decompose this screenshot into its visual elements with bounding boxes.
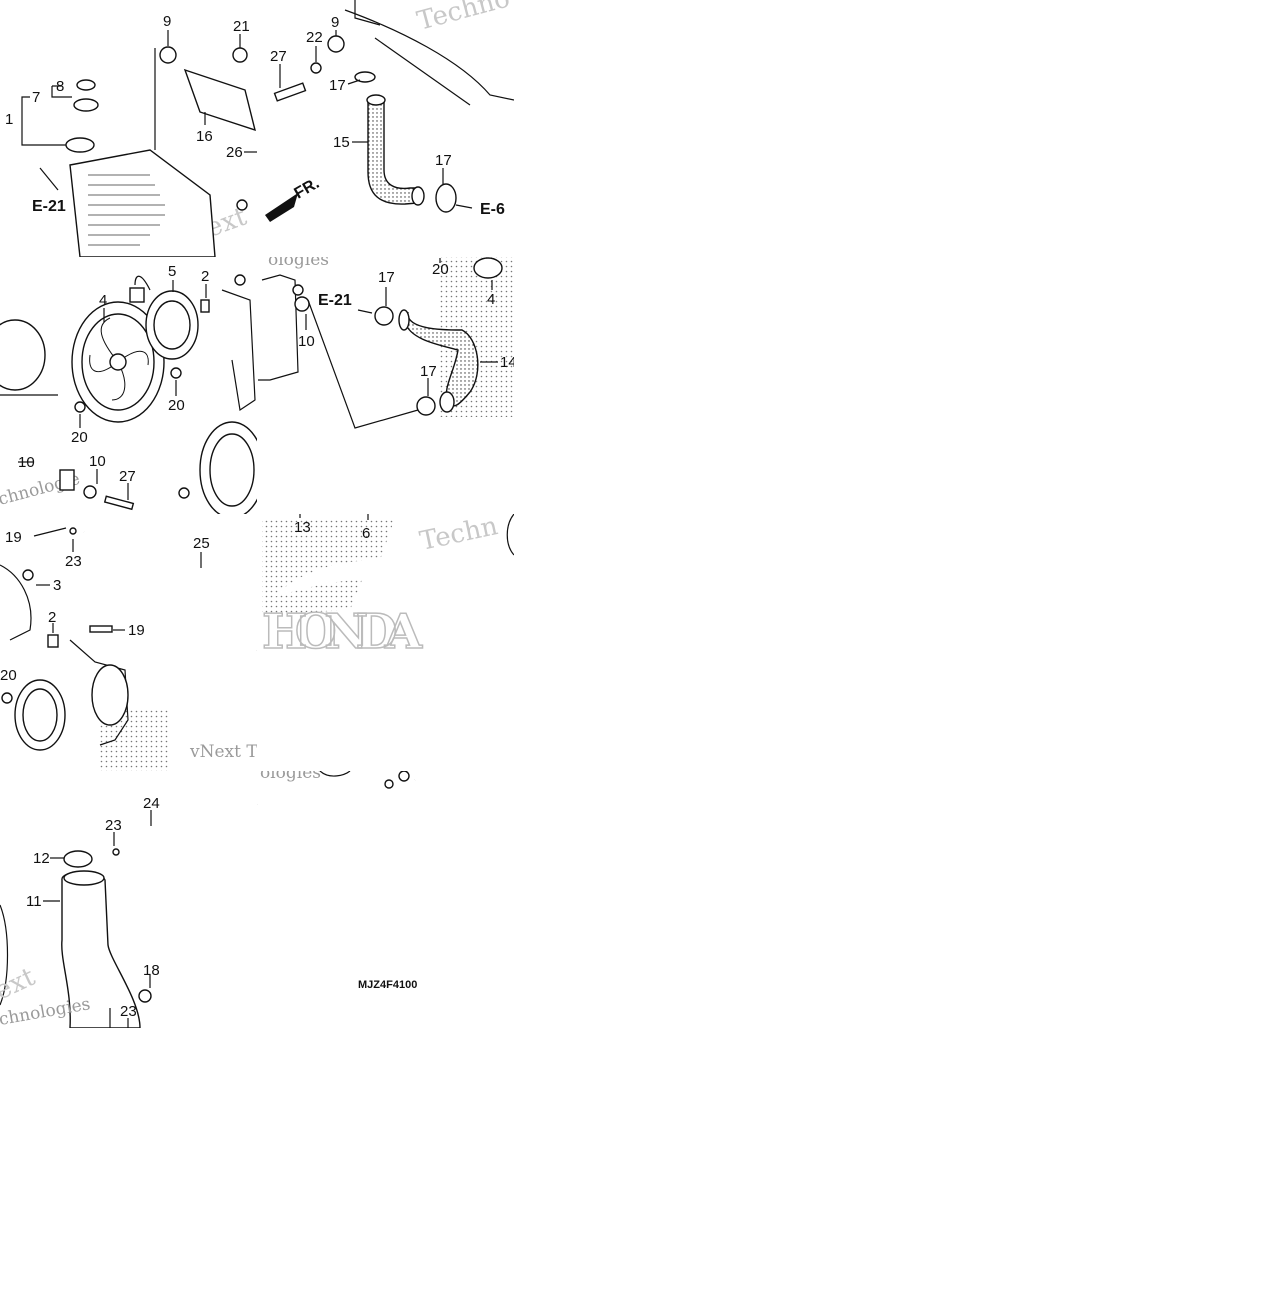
label-23b: 23	[120, 1003, 137, 1020]
label-19: 19	[5, 529, 22, 546]
label-2: 2	[201, 268, 209, 285]
label-4: 4	[487, 291, 495, 308]
label-17b: 17	[435, 152, 452, 169]
label-26: 26	[226, 144, 243, 161]
label-22: 22	[306, 29, 323, 46]
ref-E-21: E-21	[32, 198, 66, 215]
diagram-code: MJZ4F4100	[358, 979, 417, 991]
label-2: 2	[48, 609, 56, 626]
label-3: 3	[53, 577, 61, 594]
label-20: 20	[168, 397, 185, 414]
label-16: 16	[196, 128, 213, 145]
label-20b: 20	[71, 429, 88, 446]
label-25: 25	[193, 535, 210, 552]
ref-E-21: E-21	[318, 292, 352, 309]
label-10c: 10	[258, 457, 276, 474]
label-6: 6	[362, 525, 370, 542]
label-17: 17	[329, 77, 346, 94]
label-10: 10	[18, 454, 35, 471]
label-1: 1	[5, 111, 13, 128]
label-23: 23	[65, 553, 82, 570]
label-8: 8	[56, 78, 64, 95]
label-5: 5	[168, 263, 176, 280]
label-9: 9	[331, 14, 339, 31]
tile-honda: HONDA Techn 13 6	[261, 511, 514, 661]
label-10b: 10	[89, 453, 106, 470]
label-14: 14	[500, 354, 517, 371]
label-27: 27	[270, 48, 287, 65]
watermark: ologies	[268, 250, 329, 270]
tile-reserve-tank: 24 23 12 11 18 23 ext chnologies	[0, 795, 183, 1028]
label-18: 18	[143, 962, 160, 979]
label-20: 20	[432, 261, 449, 278]
tile-shroud: vNext Te 19 23 25 3 2 19 20	[0, 527, 266, 771]
tile-fan-motor: chnologie	[0, 263, 276, 514]
label-15: 15	[333, 134, 350, 151]
watermark: Techno	[414, 0, 513, 37]
label-24: 24	[143, 795, 160, 812]
label-17: 17	[378, 269, 395, 286]
label-9: 9	[163, 13, 171, 30]
watermark: ologies	[260, 763, 321, 783]
label-12: 12	[33, 850, 50, 867]
label-11: 11	[26, 893, 42, 910]
label-4: 4	[99, 292, 107, 309]
tile-radiator: vNext 9 21 7 8 1 16 26	[5, 13, 257, 257]
label-20: 20	[0, 667, 17, 684]
label-21: 21	[233, 18, 250, 35]
tile-overflow: ologies MJZ4F4100	[257, 763, 417, 991]
ref-E-6: E-6	[480, 201, 505, 218]
label-10: 10	[298, 333, 315, 350]
honda-brand-outline: HONDA	[262, 604, 423, 660]
tile-upper-hose: Techno 27 22 9 17 15 17 FR. E-6	[265, 0, 514, 222]
label-17b: 17	[420, 363, 437, 380]
label-27: 27	[119, 468, 136, 485]
watermark: vNext Te	[189, 742, 266, 762]
label-23: 23	[105, 817, 122, 834]
tile-lower-hose: ologies 17 20 4 E-21 10 14 17	[258, 250, 517, 429]
watermark: Techn	[417, 511, 501, 557]
label-13: 13	[294, 519, 311, 536]
watermark: ext	[0, 962, 40, 1007]
label-7: 7	[32, 89, 40, 106]
label-19b: 19	[128, 622, 145, 639]
